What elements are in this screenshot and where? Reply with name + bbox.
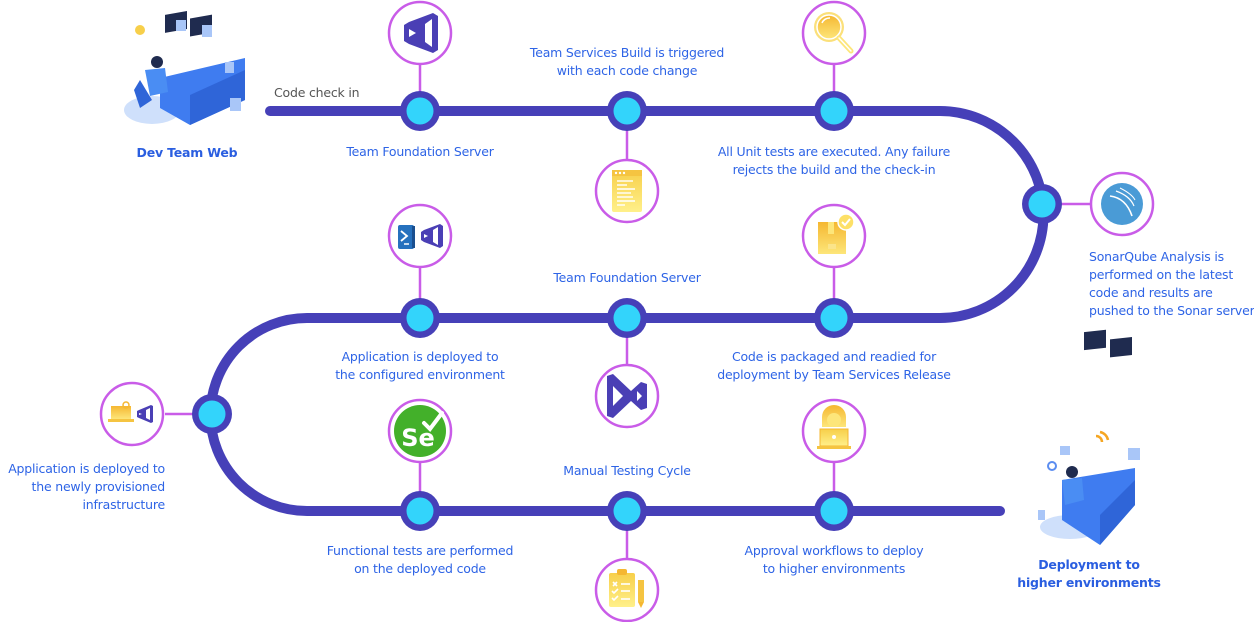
step-label-approval: Approval workflows to deploy to higher e… [744, 543, 924, 576]
code-check-in-label: Code check in [274, 85, 360, 100]
icon-ring-deploy-provisioned [99, 381, 165, 447]
package-check-icon [818, 213, 855, 254]
icon-ring-deploy-configured [387, 203, 453, 269]
pipeline-track [205, 106, 1049, 516]
step-label-tfs-release: Team Foundation Server [553, 270, 701, 285]
step-label-tfs-checkin: Team Foundation Server [346, 144, 494, 159]
step-label-build-trigger: Team Services Build is triggered with ea… [529, 45, 725, 78]
connectors [165, 64, 1091, 559]
approver-laptop-icon [817, 405, 851, 449]
start-title: Dev Team Web [136, 145, 238, 160]
step-label-functional-tests: Functional tests are performed on the de… [326, 543, 514, 576]
step-node[interactable] [400, 298, 440, 338]
deployment-developer-illustration [1038, 329, 1140, 545]
step-node[interactable] [814, 298, 854, 338]
end-title: Deployment to higher environments [1017, 557, 1161, 590]
step-label-manual-testing: Manual Testing Cycle [563, 463, 691, 478]
step-label-deploy-provisioned: Application is deployed to the newly pro… [8, 461, 165, 512]
laptop-visual-studio-icon [108, 401, 153, 423]
step-node[interactable] [400, 491, 440, 531]
step-node[interactable] [814, 91, 854, 131]
checklist-icon [609, 569, 644, 608]
step-label-unit-tests: All Unit tests are executed. Any failure… [717, 144, 951, 177]
visual-studio-icon [404, 13, 438, 53]
step-label-sonarqube: SonarQube Analysis is performed on the l… [1089, 249, 1254, 318]
powershell-visual-studio-icon [398, 224, 443, 249]
magnifier-icon [814, 12, 854, 54]
svg-text:Se: Se [401, 424, 435, 452]
nodes [192, 91, 1062, 531]
selenium-icon: Se [394, 405, 446, 457]
step-node[interactable] [607, 491, 647, 531]
step-node[interactable] [400, 91, 440, 131]
visual-studio-icon [607, 374, 647, 418]
step-node[interactable] [814, 491, 854, 531]
developer-at-desk-illustration [124, 11, 245, 125]
step-node[interactable] [607, 298, 647, 338]
step-node[interactable] [192, 394, 232, 434]
sonarqube-icon [1101, 183, 1143, 225]
step-label-package: Code is packaged and readied for deploym… [717, 349, 951, 382]
step-label-deploy-configured: Application is deployed to the configure… [335, 349, 505, 382]
step-node[interactable] [1022, 184, 1062, 224]
step-node[interactable] [607, 91, 647, 131]
code-document-icon [612, 170, 642, 212]
